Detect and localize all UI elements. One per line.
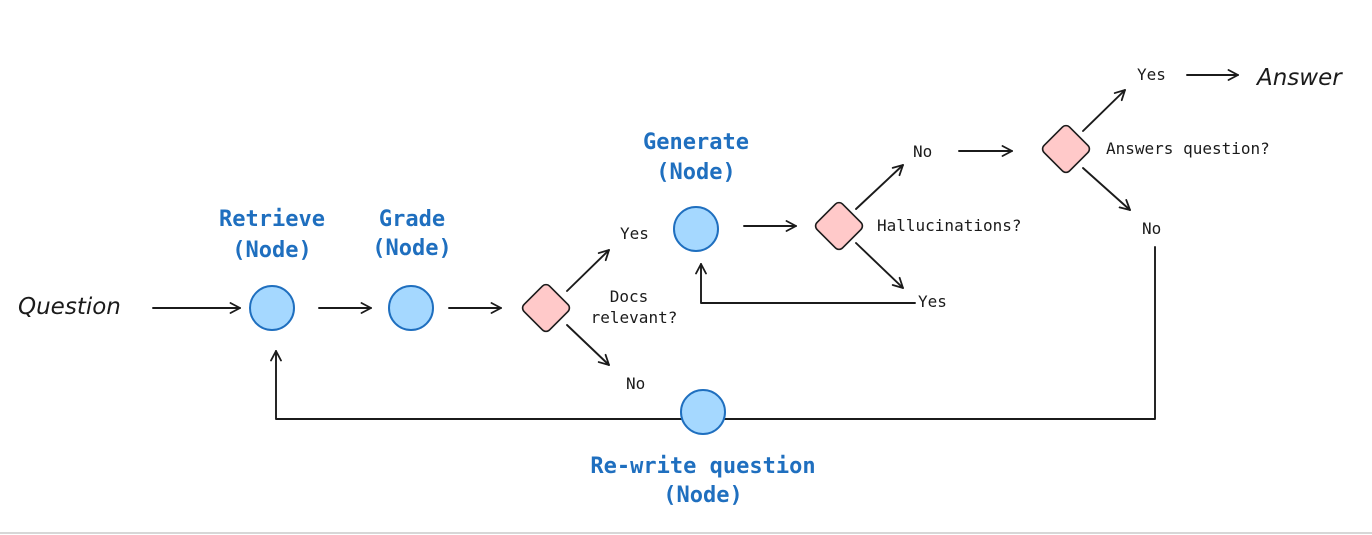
edge-hallucination-to-no — [855, 164, 904, 210]
hallucinations-label: Hallucinations? — [877, 216, 1022, 235]
docs-relevant-label-line1: Docs — [610, 287, 649, 306]
rewrite-node — [680, 389, 726, 435]
docs-yes-label: Yes — [620, 224, 649, 243]
answers-question-decision — [1041, 124, 1091, 174]
answers-question-label: Answers question? — [1106, 139, 1270, 158]
retrieve-subtitle: (Node) — [232, 238, 311, 263]
retrieve-node — [249, 285, 295, 331]
grade-node — [388, 285, 434, 331]
edge-docs-to-yes — [566, 249, 610, 292]
docs-no-label: No — [626, 374, 645, 393]
grade-subtitle: (Node) — [372, 236, 451, 261]
docs-relevant-decision — [521, 283, 571, 333]
hallucinations-yes-label: Yes — [918, 292, 947, 311]
edge-answers-to-yes — [1082, 89, 1126, 132]
generate-node — [673, 206, 719, 252]
generate-subtitle: (Node) — [656, 160, 735, 185]
hallucinations-no-label: No — [913, 142, 932, 161]
answers-yes-label: Yes — [1137, 65, 1166, 84]
retrieve-title: Retrieve — [219, 207, 325, 232]
hallucinations-decision — [814, 201, 864, 251]
answers-no-label: No — [1142, 219, 1161, 238]
answer-label: Answer — [1255, 65, 1343, 91]
grade-title: Grade — [379, 207, 445, 232]
edge-halluc-yes-loop-to-generate — [695, 263, 916, 304]
question-label: Question — [18, 294, 121, 320]
rewrite-subtitle: (Node) — [663, 483, 742, 508]
edge-answers-to-no — [1082, 167, 1131, 211]
generate-title: Generate — [643, 130, 749, 155]
rewrite-title: Re-write question — [590, 454, 815, 479]
edge-hallucination-to-yes — [855, 242, 904, 289]
edge-docs-to-no — [566, 324, 610, 366]
docs-relevant-label-line2: relevant? — [591, 308, 678, 327]
